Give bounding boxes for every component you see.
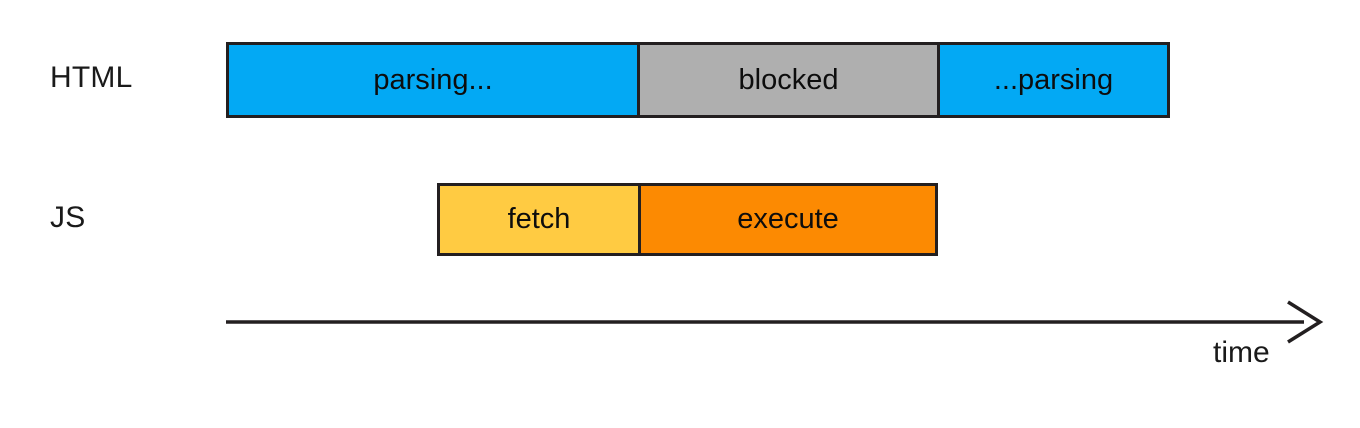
html-timeline-bar: parsing... blocked ...parsing [226,42,1170,118]
row-label-html: HTML [50,61,133,94]
row-label-js: JS [50,201,86,234]
js-timeline-bar: fetch execute [437,183,938,256]
segment-html-parsing-start: parsing... [229,45,637,115]
segment-html-parsing-resume: ...parsing [937,45,1167,115]
time-axis-label: time [1213,336,1270,369]
arrow-right-icon [1287,300,1324,344]
time-axis [226,300,1324,344]
segment-js-execute: execute [638,186,935,253]
segment-html-blocked: blocked [637,45,937,115]
segment-js-fetch: fetch [440,186,638,253]
